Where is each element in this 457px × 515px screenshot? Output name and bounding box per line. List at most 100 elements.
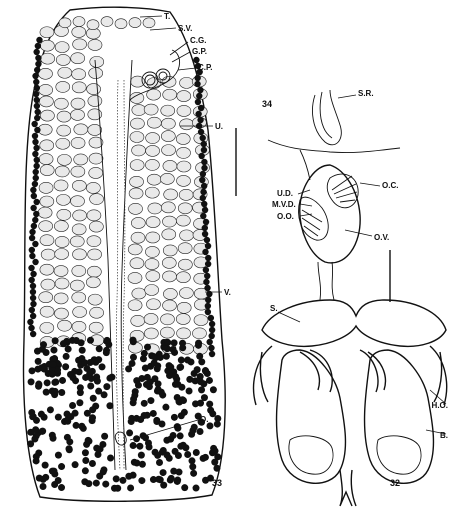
ovary-cell bbox=[51, 387, 59, 395]
egg bbox=[54, 220, 69, 232]
egg bbox=[131, 104, 147, 116]
vitelline-follicle bbox=[31, 180, 39, 188]
vitelline-follicle bbox=[34, 114, 41, 122]
ovary-cell bbox=[160, 481, 168, 489]
egg bbox=[179, 118, 194, 131]
egg bbox=[144, 258, 160, 270]
egg bbox=[160, 313, 175, 326]
egg bbox=[72, 16, 86, 27]
ovary-cell bbox=[206, 422, 214, 430]
ovary-cell bbox=[149, 476, 157, 484]
egg bbox=[54, 41, 70, 53]
egg bbox=[86, 235, 102, 247]
ovary-cell bbox=[58, 463, 66, 471]
egg bbox=[40, 248, 56, 261]
egg bbox=[162, 215, 177, 228]
ovary-cell bbox=[76, 384, 84, 392]
egg bbox=[54, 165, 70, 178]
ovary-cell bbox=[184, 451, 192, 459]
ovary-cell bbox=[59, 340, 67, 348]
egg bbox=[128, 17, 142, 28]
ovary-cell bbox=[62, 352, 70, 360]
egg bbox=[38, 84, 53, 96]
vitelline-follicle bbox=[34, 66, 41, 74]
label-CG: C.G. bbox=[190, 36, 206, 45]
egg bbox=[70, 195, 85, 207]
egg bbox=[130, 117, 145, 130]
egg bbox=[162, 270, 177, 283]
egg bbox=[38, 220, 53, 232]
egg bbox=[54, 97, 69, 110]
ovary-cell bbox=[42, 473, 50, 481]
vitelline-follicle bbox=[199, 134, 206, 142]
vitelline-follicle bbox=[200, 146, 208, 154]
vitelline-follicle bbox=[194, 98, 202, 106]
ovary-cell bbox=[96, 445, 104, 453]
egg bbox=[161, 144, 176, 156]
ovary-cell bbox=[184, 356, 192, 364]
ovary-cell bbox=[151, 375, 159, 383]
vitelline-follicle bbox=[28, 246, 36, 254]
egg bbox=[57, 154, 72, 166]
figure-number-34: 34 bbox=[262, 99, 272, 109]
vitelline-follicle bbox=[33, 48, 40, 56]
egg bbox=[176, 271, 191, 284]
ovary-cell bbox=[37, 410, 45, 418]
ovary-cell bbox=[27, 428, 35, 436]
vitelline-follicle bbox=[200, 212, 207, 220]
vitelline-follicle bbox=[29, 288, 37, 296]
egg bbox=[40, 39, 55, 52]
ovary-cell bbox=[78, 346, 86, 354]
egg bbox=[39, 305, 55, 318]
egg bbox=[176, 214, 191, 227]
ovary-cell bbox=[138, 477, 146, 485]
ovary-cell bbox=[106, 402, 114, 410]
ovary-cell bbox=[129, 336, 137, 344]
ovary-cell bbox=[103, 336, 111, 344]
vitelline-follicle bbox=[36, 36, 43, 44]
egg bbox=[145, 145, 160, 157]
ovary-cell bbox=[196, 352, 204, 360]
posterior-loop bbox=[114, 431, 127, 446]
vitelline-follicle bbox=[33, 162, 40, 170]
egg bbox=[71, 321, 87, 333]
vitelline-follicle bbox=[199, 170, 207, 178]
ovary-cell bbox=[197, 378, 205, 386]
ducts-upper bbox=[267, 139, 401, 181]
ovary-cell bbox=[38, 345, 46, 353]
egg bbox=[162, 160, 178, 172]
ovary-cell bbox=[50, 467, 58, 475]
egg bbox=[131, 144, 146, 157]
egg bbox=[88, 321, 104, 334]
vitelline-follicle bbox=[35, 54, 42, 62]
ovary-cell bbox=[86, 358, 94, 366]
ovary-cell bbox=[179, 441, 187, 449]
vitelline-follicle bbox=[201, 200, 208, 208]
egg bbox=[127, 272, 143, 284]
egg bbox=[129, 159, 145, 171]
egg bbox=[161, 130, 176, 142]
egg bbox=[144, 284, 159, 296]
ovary-oocytes bbox=[298, 196, 329, 241]
egg bbox=[86, 276, 101, 289]
ovary-cell bbox=[213, 464, 221, 472]
egg bbox=[176, 327, 191, 340]
egg bbox=[87, 39, 103, 51]
vitelline-follicle bbox=[196, 92, 203, 100]
egg bbox=[143, 103, 159, 116]
ovary-cell bbox=[87, 382, 95, 390]
egg bbox=[38, 153, 54, 165]
ovary-cell bbox=[64, 345, 72, 353]
ovary-cell bbox=[164, 338, 172, 346]
egg bbox=[70, 165, 86, 178]
egg bbox=[86, 19, 100, 30]
label-V: V. bbox=[224, 288, 231, 297]
ovary-cell bbox=[149, 409, 157, 417]
ovary-cell bbox=[191, 377, 199, 385]
central-canal bbox=[94, 59, 133, 471]
ovary-cell bbox=[93, 377, 101, 385]
ovary-cell bbox=[51, 378, 59, 386]
egg bbox=[87, 248, 102, 261]
ovary-cell bbox=[83, 364, 91, 372]
